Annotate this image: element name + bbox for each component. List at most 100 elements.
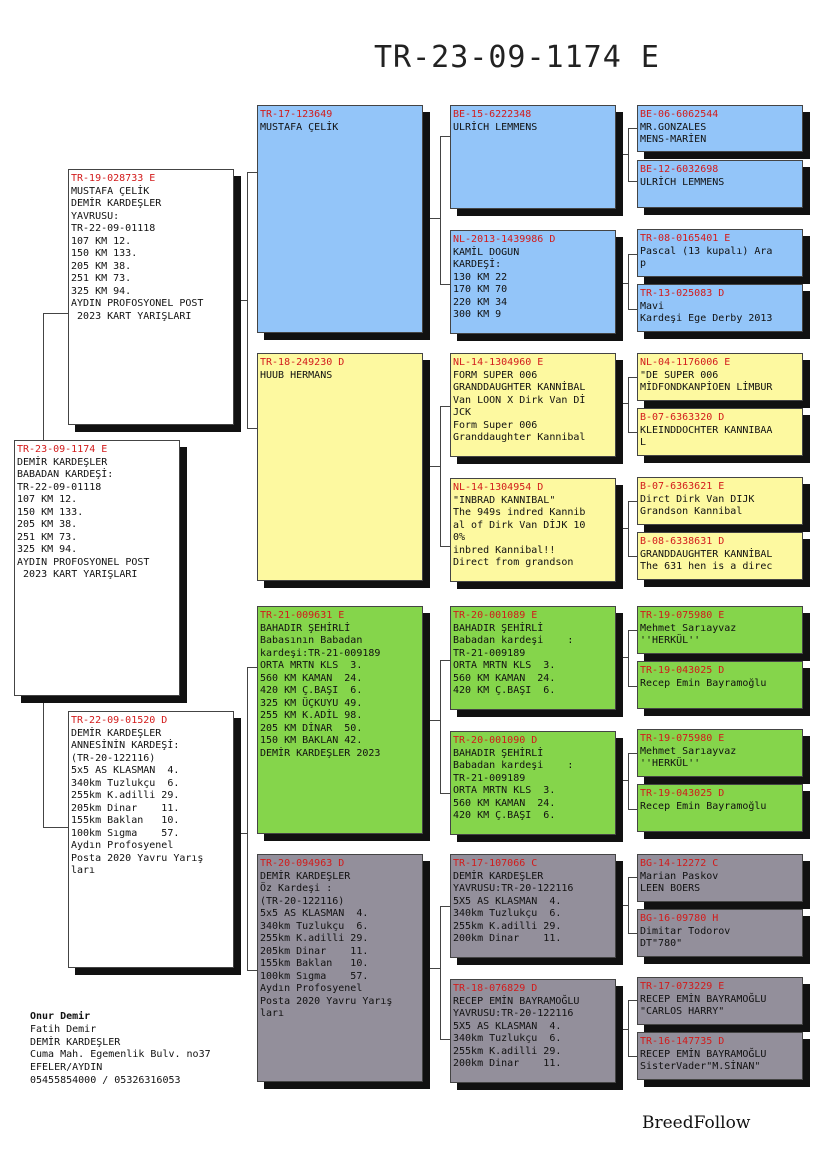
connector-line — [628, 377, 629, 432]
pigeon-card-ddd: TR-18-076829 D RECEP EMİN BAYRAMOĞLU YAV… — [450, 979, 616, 1083]
connector-line — [623, 528, 628, 529]
owner-address: Cuma Mah. Egemenlik Bulv. no37 — [30, 1049, 211, 1061]
pigeon-details: BAHADIR ŞEHİRLİ Babadan kardeşi : TR-21-… — [453, 622, 574, 697]
connector-line — [440, 660, 441, 793]
connector-line — [623, 154, 628, 155]
connector-line — [430, 218, 440, 219]
ring-number: BE-15-6222348 — [453, 109, 532, 120]
pigeon-card-ddsd: BG-16-09780 H Dimitar Todorov DT"780" — [637, 909, 803, 957]
connector-line — [430, 720, 440, 721]
pigeon-details: Mehmet Sarıayvaz ''HERKÜL'' — [640, 745, 737, 770]
pigeon-details: RECEP EMİN BAYRAMOĞLU SisterVader"M.SİNA… — [640, 1048, 767, 1073]
connector-line — [440, 793, 451, 794]
pigeon-details: Dirct Dirk Van DIJK Grandson Kannibal — [640, 493, 755, 518]
ring-number: TR-18-249230 D — [260, 357, 345, 368]
ring-number: NL-14-1304960 E — [453, 357, 544, 368]
connector-line — [43, 313, 44, 440]
pigeon-details: RECEP EMİN BAYRAMOĞLU "CARLOS HARRY" — [640, 993, 767, 1018]
connector-line — [628, 877, 629, 933]
pigeon-card-ssdd: TR-13-025083 D Mavi Kardeşi Ege Derby 20… — [637, 284, 803, 332]
pigeon-card-ssss: BE-06-6062544 MR.GONZALES MENS-MARİEN — [637, 105, 803, 152]
connector-line — [240, 833, 247, 834]
connector-line — [440, 660, 451, 661]
connector-line — [628, 432, 637, 433]
ring-number: BE-12-6032698 — [640, 164, 719, 175]
connector-line — [247, 428, 257, 429]
connector-line — [628, 556, 637, 557]
pigeon-details: Mavi Kardeşi Ege Derby 2013 — [640, 300, 773, 325]
connector-line — [623, 403, 628, 404]
ring-number: TR-13-025083 D — [640, 288, 725, 299]
pigeon-card-sire: TR-19-028733 E MUSTAFA ÇELİK DEMİR KARDE… — [68, 169, 234, 425]
pigeon-card-dam: TR-22-09-01520 D DEMİR KARDEŞLER ANNESİN… — [68, 711, 234, 968]
pigeon-card-dsdd: TR-19-043025 D Recep Emin Bayramoğlu — [637, 784, 803, 832]
ring-number: TR-18-076829 D — [453, 983, 538, 994]
pigeon-card-sds: NL-14-1304960 E FORM SUPER 006 GRANDDAUG… — [450, 353, 616, 457]
connector-line — [247, 172, 248, 428]
pigeon-details: MR.GONZALES MENS-MARİEN — [640, 121, 707, 146]
pigeon-card-sire-sire: TR-17-123649 MUSTAFA ÇELİK — [257, 105, 423, 333]
ring-number: TR-19-043025 D — [640, 788, 725, 799]
ring-number: TR-17-107066 C — [453, 858, 538, 869]
ring-number: TR-20-094963 D — [260, 858, 345, 869]
connector-line — [623, 780, 628, 781]
pigeon-card-sdss: NL-04-1176006 E "DE SUPER 006 MİDFONDKAN… — [637, 353, 803, 401]
pigeon-card-dam-sire: TR-21-009631 E BAHADIR ŞEHİRLİ Babasının… — [257, 606, 423, 834]
connector-line — [628, 1056, 637, 1057]
connector-line — [440, 136, 451, 137]
ring-number: B-08-6338631 D — [640, 536, 725, 547]
pigeon-details: BAHADIR ŞEHİRLİ Babasının Babadan kardeş… — [260, 622, 381, 759]
connector-line — [430, 466, 440, 467]
connector-line — [628, 501, 629, 556]
pigeon-card-ddss: BG-14-12272 C Marian Paskov LEEN BOERS — [637, 854, 803, 902]
pigeon-card-sdds: B-07-6363621 E Dirct Dirk Van DIJK Grand… — [637, 477, 803, 525]
ring-number: TR-08-0165401 E — [640, 233, 731, 244]
pigeon-card-dsd: TR-20-001090 D BAHADIR ŞEHİRLİ Babadan k… — [450, 731, 616, 835]
connector-line — [628, 809, 637, 810]
owner-line: DEMİR KARDEŞLER — [30, 1036, 121, 1048]
pigeon-card-dam-dam: TR-20-094963 D DEMİR KARDEŞLER Öz Kardeş… — [257, 854, 423, 1082]
connector-line — [623, 1029, 628, 1030]
ring-number: TR-20-001089 E — [453, 610, 538, 621]
ring-number: B-07-6363621 E — [640, 481, 725, 492]
pigeon-details: Recep Emin Bayramoğlu — [640, 677, 767, 689]
pigeon-card-ssds: TR-08-0165401 E Pascal (13 kupalı) Ara p — [637, 229, 803, 277]
pigeon-details: Recep Emin Bayramoğlu — [640, 800, 767, 812]
pigeon-details: KLEINDDOCHTER KANNIBAA L — [640, 424, 773, 449]
pigeon-details: DEMİR KARDEŞLER BABADAN KARDEŞİ: TR-22-0… — [17, 456, 150, 581]
owner-contact: Onur Demir Fatih Demir DEMİR KARDEŞLER C… — [30, 1011, 211, 1088]
ring-number: B-07-6363320 D — [640, 412, 725, 423]
connector-line — [43, 827, 69, 828]
ring-number: BG-16-09780 H — [640, 913, 719, 924]
connector-line — [440, 1039, 451, 1040]
pigeon-card-dsss: TR-19-075980 E Mehmet Sarıayvaz ''HERKÜL… — [637, 606, 803, 654]
pigeon-card-sssd: BE-12-6032698 ULRİCH LEMMENS — [637, 160, 803, 208]
connector-line — [628, 181, 637, 182]
owner-name: Onur Demir — [30, 1011, 91, 1022]
connector-line — [628, 309, 637, 310]
connector-line — [628, 1000, 637, 1001]
connector-line — [628, 1000, 629, 1056]
ring-number: TR-19-028733 E — [71, 173, 156, 184]
pigeon-card-subject: TR-23-09-1174 E DEMİR KARDEŞLER BABADAN … — [14, 440, 180, 696]
connector-line — [247, 667, 257, 668]
owner-phone: 05455854000 / 05326316053 — [30, 1074, 181, 1086]
connector-line — [43, 313, 69, 314]
pigeon-details: GRANDDAUGHTER KANNİBAL The 631 hen is a … — [640, 548, 773, 573]
connector-line — [440, 906, 451, 907]
connector-line — [628, 377, 637, 378]
connector-line — [628, 501, 637, 502]
connector-line — [623, 905, 628, 906]
connector-line — [628, 128, 629, 181]
pigeon-card-dss: TR-20-001089 E BAHADIR ŞEHİRLİ Babadan k… — [450, 606, 616, 710]
connector-line — [623, 657, 628, 658]
ring-number: TR-19-075980 E — [640, 733, 725, 744]
connector-line — [628, 933, 637, 934]
connector-line — [628, 630, 637, 631]
ring-number: TR-22-09-01520 D — [71, 715, 168, 726]
pigeon-card-dddd: TR-16-147735 D RECEP EMİN BAYRAMOĞLU Sis… — [637, 1032, 803, 1080]
pigeon-card-sddd: B-08-6338631 D GRANDDAUGHTER KANNİBAL Th… — [637, 532, 803, 580]
pigeon-details: Pascal (13 kupalı) Ara p — [640, 245, 773, 270]
owner-line: Fatih Demir — [30, 1023, 97, 1035]
ring-number: BG-14-12272 C — [640, 858, 719, 869]
